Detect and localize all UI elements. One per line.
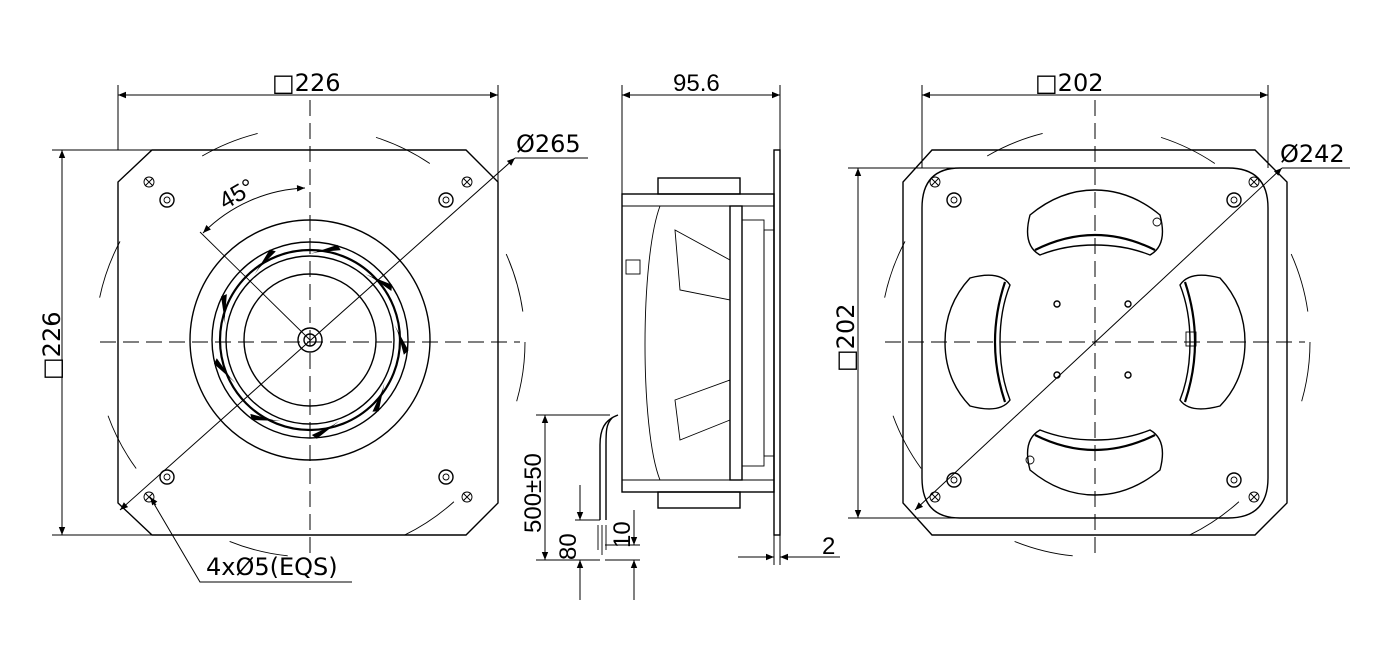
rear-diameter-label: Ø242	[1280, 140, 1345, 168]
side-depth-label: 95.6	[673, 70, 720, 97]
impeller-blade	[394, 325, 409, 355]
side-connector	[625, 259, 641, 275]
rear-outer-arc	[879, 126, 1311, 558]
side-motor	[741, 219, 765, 467]
wire-label: 10	[609, 521, 636, 548]
rear-height-label: □202	[832, 304, 860, 372]
holes-leader	[149, 496, 352, 583]
rear-small-holes	[1053, 300, 1132, 379]
flange-label: 2	[822, 533, 835, 560]
side-flange	[773, 149, 781, 536]
cable-inner	[605, 417, 613, 520]
side-post	[729, 205, 743, 481]
rear-diameter-line	[914, 167, 1283, 511]
side-view: 95.6 500±50 80 10 2	[520, 70, 840, 600]
front-width-label: □226	[272, 69, 340, 97]
rear-width-label: □202	[1035, 69, 1103, 97]
front-diameter-label: Ø265	[516, 130, 581, 158]
strip-label: 80	[555, 533, 582, 560]
side-rim-top	[657, 177, 741, 195]
cable-wires	[597, 525, 607, 555]
front-view: □226 □226 Ø265 45° 4xØ5(EQS)	[38, 69, 588, 583]
rear-view: □202 □202 Ø242	[832, 69, 1350, 560]
holes-label: 4xØ5(EQS)	[206, 553, 338, 581]
front-outer-arc	[94, 126, 526, 558]
front-mount-holes	[143, 176, 473, 503]
front-height-label: □226	[38, 312, 66, 380]
cable-length-label: 500±50	[520, 453, 547, 533]
angle-label: 45°	[215, 174, 260, 216]
angle-arc	[202, 185, 306, 234]
angle-ray	[199, 231, 311, 341]
rear-plate-outline	[902, 149, 1288, 536]
cable-outer	[599, 414, 619, 520]
side-rim-bottom	[657, 491, 741, 509]
front-diameter-line	[119, 157, 516, 511]
side-impeller-curve	[644, 205, 661, 481]
